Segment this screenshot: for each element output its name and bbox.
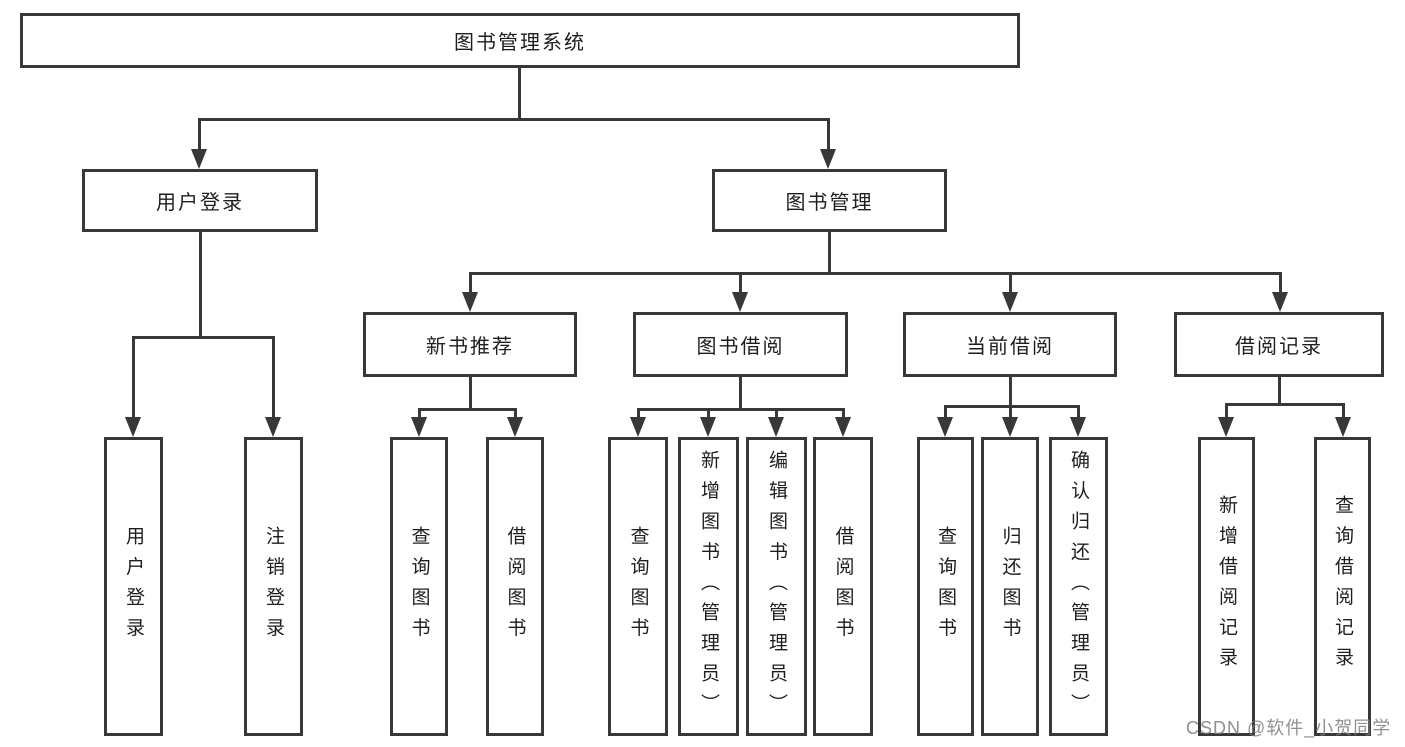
connector-line [198, 118, 201, 151]
watermark-text: CSDN @软件_小贺同学 [1186, 718, 1392, 738]
node-label: 确认归还（管理员） [1068, 449, 1089, 724]
connector-line [514, 408, 517, 419]
connector-line [1009, 405, 1012, 419]
arrowhead [630, 417, 646, 437]
node-current-borrowing: 当前借阅 [903, 312, 1117, 377]
node-label: 用户登录 [156, 192, 244, 214]
arrowhead [835, 417, 851, 437]
connector-line [272, 336, 275, 419]
node-label: 查询图书 [935, 525, 956, 648]
node-query-books-current: 查询图书 [917, 437, 974, 736]
arrowhead [1070, 417, 1086, 437]
node-borrowing-records: 借阅记录 [1174, 312, 1384, 377]
connector-line [707, 408, 710, 419]
node-root: 图书管理系统 [20, 13, 1020, 68]
node-label: 借阅图书 [504, 525, 526, 648]
connector-line [1278, 376, 1281, 403]
node-label: 图书借阅 [696, 336, 785, 358]
connector-line [1009, 376, 1012, 405]
arrowhead [820, 149, 836, 169]
connector-line [637, 408, 640, 419]
arrowhead [768, 417, 784, 437]
node-logout-action: 注销登录 [244, 437, 303, 736]
node-label: 图书管理 [785, 192, 874, 214]
arrowhead [265, 417, 281, 437]
arrowhead [700, 417, 716, 437]
arrowhead [507, 417, 523, 437]
connector-line [637, 408, 844, 411]
connector-line [775, 408, 778, 419]
node-label: 新增借阅记录 [1216, 495, 1237, 678]
arrowhead [732, 292, 748, 312]
arrowhead [1272, 292, 1288, 312]
node-label: 新增图书（管理员） [698, 449, 719, 724]
node-login-action: 用户登录 [104, 437, 163, 736]
connector-line [827, 118, 830, 151]
node-label: 当前借阅 [966, 336, 1054, 358]
arrowhead [1218, 417, 1234, 437]
node-edit-books-admin: 编辑图书（管理员） [746, 437, 807, 736]
connector-line [842, 408, 845, 419]
node-add-books-admin: 新增图书（管理员） [678, 437, 739, 736]
node-book-management: 图书管理 [712, 169, 947, 232]
node-return-books: 归还图书 [981, 437, 1039, 736]
node-book-borrowing: 图书借阅 [633, 312, 848, 377]
node-add-borrow-record: 新增借阅记录 [1198, 437, 1255, 736]
connector-line [469, 272, 472, 294]
connector-line [1225, 403, 1228, 419]
arrowhead [1002, 292, 1018, 312]
node-label: 查询图书 [408, 525, 430, 648]
node-label: 用户登录 [123, 525, 144, 648]
node-new-book-recommend: 新书推荐 [363, 312, 577, 377]
arrowhead [411, 417, 427, 437]
node-query-borrow-record: 查询借阅记录 [1314, 437, 1371, 736]
node-query-books-borrowing: 查询图书 [608, 437, 668, 736]
arrowhead [125, 417, 141, 437]
connector-line [739, 376, 742, 408]
node-confirm-return-admin: 确认归还（管理员） [1049, 437, 1108, 736]
connector-line [132, 336, 274, 339]
connector-line [199, 232, 202, 336]
connector-line [1279, 272, 1282, 294]
node-label: 图书管理系统 [454, 32, 586, 54]
arrowhead [937, 417, 953, 437]
node-query-books-recommend: 查询图书 [390, 437, 448, 736]
connector-line [132, 336, 135, 419]
connector-line [518, 68, 521, 118]
node-label: 新书推荐 [426, 336, 514, 358]
connector-line [1225, 403, 1344, 406]
node-label: 归还图书 [999, 525, 1021, 648]
connector-line [198, 118, 829, 121]
node-label: 借阅记录 [1235, 336, 1323, 358]
node-label: 查询借阅记录 [1332, 495, 1353, 678]
node-label: 借阅图书 [832, 525, 854, 648]
node-label: 查询图书 [627, 525, 649, 648]
arrowhead [1335, 417, 1351, 437]
arrowhead [1002, 417, 1018, 437]
connector-line [470, 272, 1280, 275]
node-label: 编辑图书（管理员） [766, 449, 787, 724]
arrowhead [462, 292, 478, 312]
connector-line [418, 408, 421, 419]
arrowhead [191, 149, 207, 169]
connector-line [469, 376, 472, 408]
connector-line [1077, 405, 1080, 419]
node-user-login: 用户登录 [82, 169, 318, 232]
connector-line [1009, 272, 1012, 294]
node-borrow-books-recommend: 借阅图书 [486, 437, 544, 736]
node-label: 注销登录 [263, 525, 284, 648]
node-borrow-books-action: 借阅图书 [813, 437, 873, 736]
connector-line [739, 272, 742, 294]
connector-line [1342, 403, 1345, 419]
connector-line [944, 405, 947, 419]
connector-line [418, 408, 516, 411]
connector-line [828, 232, 831, 272]
